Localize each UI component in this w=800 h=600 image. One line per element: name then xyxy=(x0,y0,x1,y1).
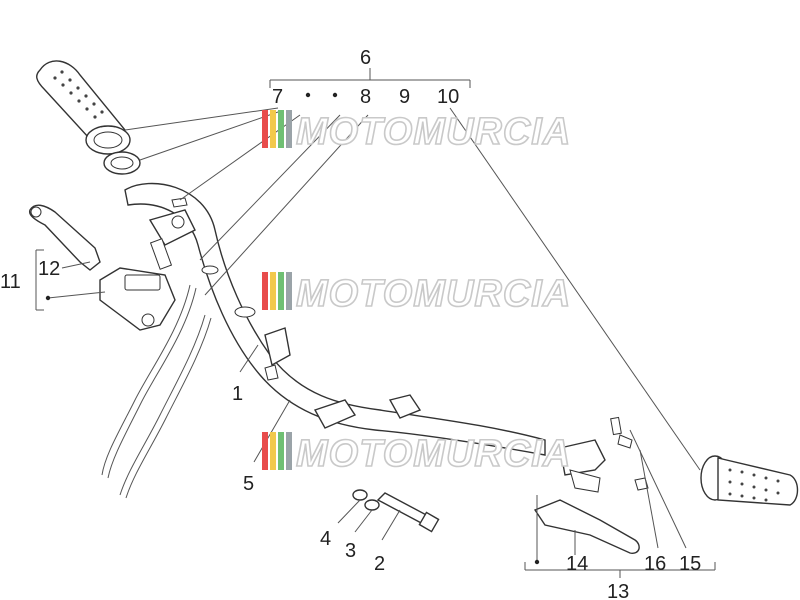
master-cylinder xyxy=(99,267,176,331)
callout-16: 16 xyxy=(644,553,666,575)
watermark-stripe-gray xyxy=(286,110,292,148)
callout-11: 11 xyxy=(0,271,21,293)
watermark-stripe-yellow xyxy=(270,272,276,310)
watermark-stripe-red xyxy=(262,432,268,470)
callout-6: 6 xyxy=(360,47,371,69)
leader-lines xyxy=(35,68,716,578)
brake-cables xyxy=(101,284,212,499)
bolt-washers xyxy=(352,489,440,533)
callout-13: 13 xyxy=(607,581,629,600)
grip-dots xyxy=(53,70,104,119)
watermark-stripe-yellow xyxy=(270,432,276,470)
watermark-text: MOTOMURCIA xyxy=(296,433,571,475)
callout-9: 9 xyxy=(399,86,410,108)
right-grip-dots xyxy=(728,468,780,502)
watermark-stripe-green xyxy=(278,432,284,470)
watermark-stripe-red xyxy=(262,110,268,148)
callout-1: 1 xyxy=(232,383,243,405)
watermark-bottom: MOTOMURCIA xyxy=(262,432,571,476)
callout-2: 2 xyxy=(374,553,385,575)
watermark-stripe-gray xyxy=(286,432,292,470)
callout-14: 14 xyxy=(566,553,588,575)
left-switch-assembly xyxy=(148,197,196,270)
callout-12: 12 xyxy=(38,258,60,280)
watermark-text: MOTOMURCIA xyxy=(296,273,571,315)
watermark-stripe-red xyxy=(262,272,268,310)
callout-10: 10 xyxy=(437,86,459,108)
watermark-stripe-green xyxy=(278,272,284,310)
callout-4: 4 xyxy=(320,528,331,550)
left-brake-lever xyxy=(28,204,101,271)
callout-7: 7 xyxy=(272,86,283,108)
right-grip xyxy=(700,455,799,506)
watermark-stripe-yellow xyxy=(270,110,276,148)
callout-3: 3 xyxy=(345,540,356,562)
watermark-stripe-green xyxy=(278,110,284,148)
callout-dots xyxy=(45,92,540,565)
callout-numbers: 6 7 8 9 10 11 12 1 5 4 3 2 14 16 15 13 xyxy=(0,47,701,600)
right-brake-lever xyxy=(533,416,649,554)
watermark-middle: MOTOMURCIA xyxy=(262,272,571,316)
callout-5: 5 xyxy=(243,473,254,495)
handlebar xyxy=(124,182,546,456)
callout-15: 15 xyxy=(679,553,701,575)
watermark-top: MOTOMURCIA xyxy=(262,110,571,154)
left-grip xyxy=(36,60,141,175)
center-clamp xyxy=(264,327,422,429)
callout-8: 8 xyxy=(360,86,371,108)
watermark-stripe-gray xyxy=(286,272,292,310)
watermark-text: MOTOMURCIA xyxy=(296,111,571,153)
